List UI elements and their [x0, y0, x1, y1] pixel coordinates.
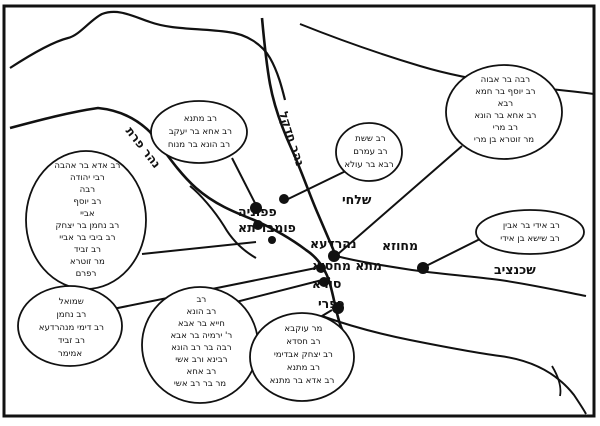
- sura-dot: [319, 277, 329, 287]
- city-label-mahoza: מחוזא: [382, 238, 418, 253]
- oval-nehardea: שמואל רב נחמן רב דימי מנהרדעא רב זביד אמ…: [17, 285, 123, 367]
- svg-text:מר עוקבא רב חסדא ר: מר עוקבא רב חסדא רב יצחק אבדימי רב מתנא …: [270, 324, 335, 386]
- tigris-river: [260, 17, 338, 257]
- city-label-nehardea: נהרדעא: [310, 236, 357, 251]
- oval-shelhi: רב ששת רב עמרם רבא בר עולא: [335, 122, 403, 182]
- oval-sura: רב רב הונא חייא בר אבא ר' ירמיה בר אבא ר…: [141, 286, 259, 404]
- shelhi-dot: [279, 194, 289, 204]
- coast-outline: [321, 315, 587, 415]
- city-label-shelhi: שלחי: [342, 192, 372, 207]
- oval-shekhantziv: רב אידי בר אבין רב שישא בן אידי: [475, 209, 585, 255]
- mahoza-dot: [328, 250, 340, 262]
- svg-text:רב אידי בר אבין רב שישא: רב אידי בר אבין רב שישא בן אידי: [500, 221, 560, 244]
- svg-text:רב ששת רב עמרם רבא: רב ששת רב עמרם רבא בר עולא: [344, 134, 393, 170]
- papunya-dot: [250, 202, 262, 214]
- svg-text:רב אדא בר אהבה רבי יהודה: רב אדא בר אהבה רבי יהודה רבה רב יוסף אבי…: [52, 161, 121, 279]
- mata-mehasya-dot: [316, 263, 326, 273]
- svg-text:שמואל רב נחמן רב ד: שמואל רב נחמן רב דימי מנהרדעא רב זביד אמ…: [36, 297, 104, 359]
- oval-papunya: רב מתנא רב אחא בר יעקב רב הונא בר מנוח: [150, 100, 248, 164]
- kafri-dot: [332, 302, 344, 314]
- city-dots: [250, 194, 429, 314]
- coast-inlet: [551, 365, 562, 397]
- pumbedita-dot: [253, 220, 263, 230]
- land-outline: [9, 10, 287, 101]
- city-label-kafri: כפרי: [318, 296, 345, 311]
- nehardea-dot: [268, 236, 276, 244]
- oval-mahoza: רבה בר אבוה רב יוסף בר חמא רבא רב אחא בר…: [445, 64, 563, 160]
- city-label-shekhantziv: שכנציב: [494, 262, 536, 277]
- city-label-sura: סורא: [312, 276, 341, 291]
- svg-text:רב רב הונא חייא בר: רב רב הונא חייא בר אבא ר' ירמיה בר אבא ר…: [168, 295, 233, 389]
- city-label-mata-mehasya: מתא מחסיא: [312, 258, 382, 273]
- svg-text:רב מתנא רב אחא בר יעקב: רב מתנא רב אחא בר יעקב רב הונא בר מנוח: [166, 114, 232, 150]
- svg-text:רבה בר אבוה רב יוסף בר ח: רבה בר אבוה רב יוסף בר חמא רבא רב אחא בר…: [472, 75, 537, 145]
- upper-river: [299, 23, 595, 95]
- city-label-pumbedita: פומבדיתא: [238, 220, 296, 235]
- eastern-tributary: [335, 255, 587, 297]
- oval-kafri: מר עוקבא רב חסדא רב יצחק אבדימי רב מתנא …: [249, 312, 355, 402]
- euphrates-branch: [189, 185, 257, 259]
- shekhantziv-dot: [417, 262, 429, 274]
- oval-pumbedita: רב אדא בר אהבה רבי יהודה רבה רב יוסף אבי…: [25, 150, 147, 290]
- city-label-papunya: פפוניה: [238, 204, 277, 219]
